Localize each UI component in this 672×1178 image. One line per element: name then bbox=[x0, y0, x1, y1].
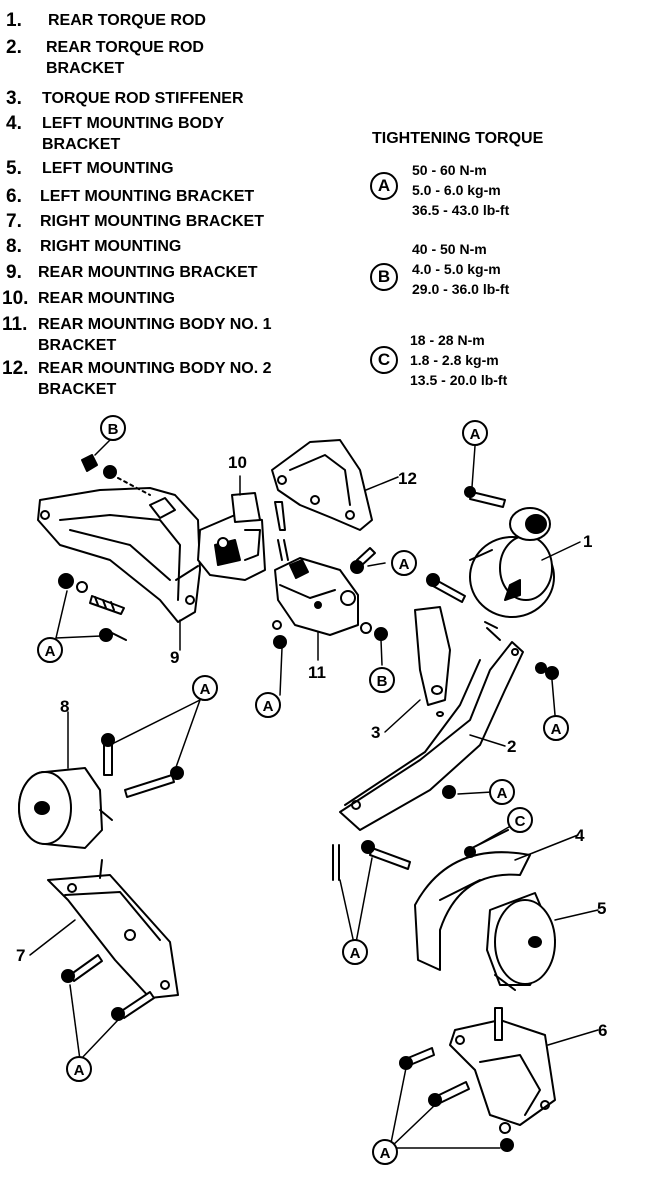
callout-b: B bbox=[377, 673, 388, 690]
legend-number: 10. bbox=[2, 288, 29, 309]
bolt-shape bbox=[426, 486, 506, 641]
legend-number: 3. bbox=[6, 88, 22, 109]
torque-nm: 40 - 50 N-m bbox=[412, 241, 487, 257]
torque-title: TIGHTENING TORQUE bbox=[372, 130, 544, 147]
torque-rod-bracket-shape bbox=[339, 606, 559, 831]
legend-number: 6. bbox=[6, 186, 22, 207]
legend-text: LEFT MOUNTING BODY bbox=[42, 115, 225, 132]
legend-text: TORQUE ROD STIFFENER bbox=[42, 90, 244, 107]
bolt-shape bbox=[101, 733, 184, 798]
torque-kgm: 1.8 - 2.8 kg-m bbox=[410, 352, 499, 368]
torque-lbft: 29.0 - 36.0 lb-ft bbox=[412, 281, 510, 297]
legend-number: 1. bbox=[6, 10, 22, 31]
torque-lbft: 13.5 - 20.0 lb-ft bbox=[410, 372, 508, 388]
callout-a: A bbox=[263, 698, 274, 715]
legend-text-cont: BRACKET bbox=[46, 60, 125, 77]
rear-mounting-bracket-shape bbox=[37, 487, 201, 623]
part-number-labels: 1 2 3 4 5 6 7 8 9 10 11 12 bbox=[16, 453, 607, 1040]
legend-text-cont: BRACKET bbox=[38, 381, 117, 398]
part-label-4: 4 bbox=[575, 826, 585, 845]
legend-text: REAR TORQUE ROD bbox=[46, 39, 204, 56]
part-label-6: 6 bbox=[598, 1021, 607, 1040]
bolt-shape bbox=[332, 785, 456, 881]
bolt-shape bbox=[61, 954, 155, 1021]
bolt-shape bbox=[58, 454, 151, 642]
torque-lbft: 36.5 - 43.0 lb-ft bbox=[412, 202, 510, 218]
legend-number: 9. bbox=[6, 262, 22, 283]
rear-mounting-body-no1-bracket-shape bbox=[272, 539, 388, 649]
legend-number: 2. bbox=[6, 37, 22, 58]
legend-text: REAR TORQUE ROD bbox=[48, 12, 206, 29]
part-label-7: 7 bbox=[16, 946, 25, 965]
left-mounting-shape bbox=[486, 892, 556, 991]
legend-number: 4. bbox=[6, 113, 22, 134]
legend-number: 11. bbox=[2, 314, 28, 335]
callout-a: A bbox=[551, 721, 562, 738]
rear-torque-rod-shape bbox=[469, 507, 555, 618]
callout-a: A bbox=[497, 785, 508, 802]
callout-circles bbox=[37, 415, 569, 1165]
callout-badge-a: A bbox=[370, 172, 398, 200]
part-label-11: 11 bbox=[308, 663, 326, 682]
callout-badge-b: B bbox=[370, 263, 398, 291]
legend-text-cont: BRACKET bbox=[38, 337, 117, 354]
rear-mounting-body-no2-bracket-shape bbox=[271, 439, 373, 531]
part-label-5: 5 bbox=[597, 899, 606, 918]
legend-text: LEFT MOUNTING bbox=[42, 160, 174, 177]
callout-a: A bbox=[470, 426, 481, 443]
legend-text: REAR MOUNTING bbox=[38, 290, 175, 307]
torque-kgm: 4.0 - 5.0 kg-m bbox=[412, 261, 501, 277]
legend-text: REAR MOUNTING BRACKET bbox=[38, 264, 258, 281]
legend-text-cont: BRACKET bbox=[42, 136, 121, 153]
callout-c: C bbox=[515, 813, 526, 830]
callout-a: A bbox=[200, 681, 211, 698]
part-label-3: 3 bbox=[371, 723, 380, 742]
legend-number: 5. bbox=[6, 158, 22, 179]
legend-number: 12. bbox=[2, 358, 29, 379]
rear-mounting-shape bbox=[197, 492, 286, 581]
legend-number: 7. bbox=[6, 211, 22, 232]
callout-a: A bbox=[74, 1062, 85, 1079]
torque-nm: 18 - 28 N-m bbox=[410, 332, 485, 348]
right-mounting-bracket-shape bbox=[47, 859, 179, 999]
part-label-10: 10 bbox=[228, 453, 247, 472]
legend-text: RIGHT MOUNTING bbox=[40, 238, 182, 255]
legend-text: RIGHT MOUNTING BRACKET bbox=[40, 213, 264, 230]
bolt-shape bbox=[350, 547, 376, 574]
left-mounting-bracket-shape bbox=[449, 1007, 556, 1152]
legend-text: REAR MOUNTING BODY NO. 1 bbox=[38, 316, 272, 333]
legend-number: 8. bbox=[6, 236, 22, 257]
legend-text: REAR MOUNTING BODY NO. 2 bbox=[38, 360, 272, 377]
torque-nm: 50 - 60 N-m bbox=[412, 162, 487, 178]
torque-kgm: 5.0 - 6.0 kg-m bbox=[412, 182, 501, 198]
callout-b: B bbox=[108, 421, 119, 438]
callout-letters: B A A A B A A A A C A A A bbox=[45, 421, 562, 1162]
legend-text: LEFT MOUNTING BRACKET bbox=[40, 188, 255, 205]
leader-lines bbox=[29, 437, 599, 1149]
callout-a: A bbox=[350, 945, 361, 962]
bolt-shape bbox=[399, 1047, 470, 1107]
part-label-8: 8 bbox=[60, 697, 69, 716]
callout-a: A bbox=[399, 556, 410, 573]
callout-a: A bbox=[45, 643, 56, 660]
callout-badge-c: C bbox=[370, 346, 398, 374]
part-label-12: 12 bbox=[398, 469, 417, 488]
right-mounting-shape bbox=[18, 767, 113, 849]
part-label-9: 9 bbox=[170, 648, 179, 667]
part-label-2: 2 bbox=[507, 737, 516, 756]
part-label-1: 1 bbox=[583, 532, 592, 551]
callout-a: A bbox=[380, 1145, 391, 1162]
